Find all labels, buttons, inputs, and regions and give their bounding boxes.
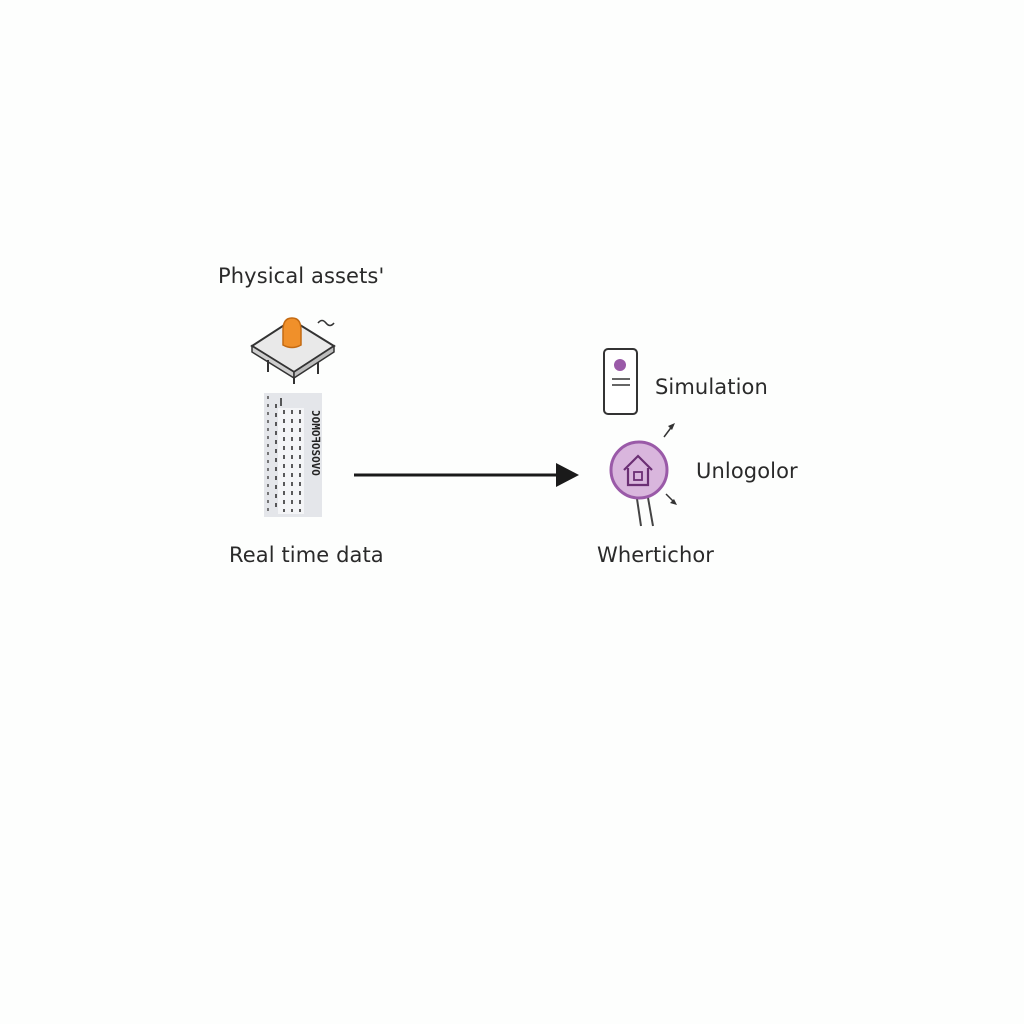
orange-cone-icon — [282, 317, 302, 349]
digital-twin-home-icon — [609, 423, 677, 527]
whertichor-label: Whertichor — [597, 543, 715, 567]
physical-assets-label: Physical assets' — [218, 264, 385, 288]
simulation-device-icon — [603, 348, 638, 415]
unlogolor-label: Unlogolor — [696, 459, 798, 483]
real-time-data-label: Real time data — [229, 543, 384, 567]
signal-wave-icon — [317, 319, 335, 327]
simulation-label: Simulation — [655, 375, 768, 399]
data-strip-vertical-text: ƆOMOꟻOSOVO — [309, 410, 322, 476]
data-strip-icon: ƆOMOꟻOSOVO — [264, 393, 322, 517]
physical-asset-icon — [250, 317, 336, 384]
flow-arrow — [354, 463, 579, 487]
